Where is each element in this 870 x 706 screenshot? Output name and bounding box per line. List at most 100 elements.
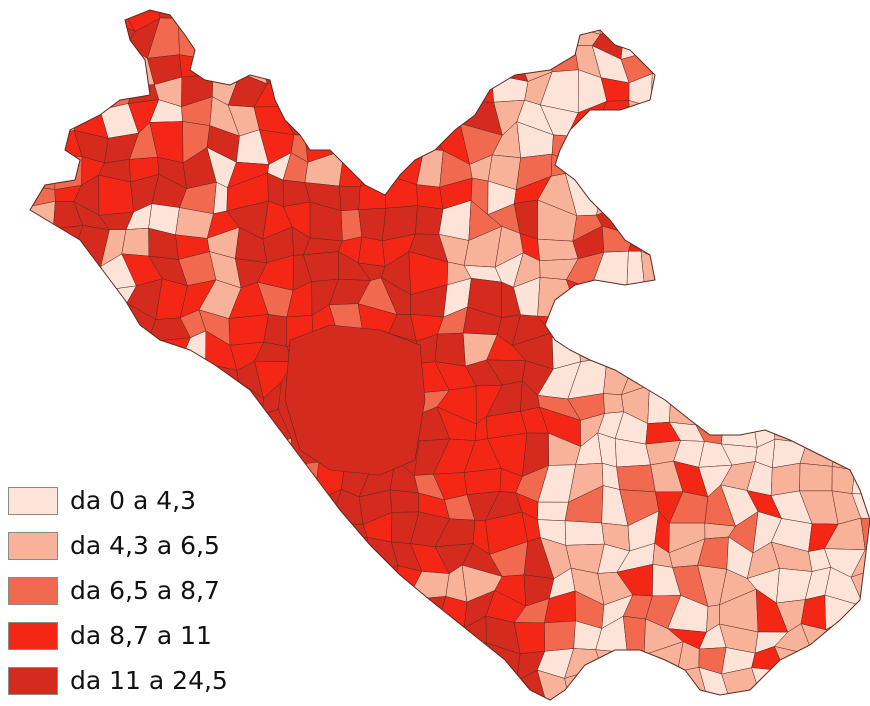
- municipality-polygon: [676, 699, 711, 700]
- municipality-polygon: [615, 331, 655, 369]
- municipality-polygon: [329, 97, 368, 132]
- municipality-polygon: [406, 624, 442, 657]
- municipality-polygon: [132, 444, 163, 469]
- municipality-polygon: [616, 464, 656, 493]
- map-legend: da 0 a 4,3 da 4,3 a 6,5 da 6,5 a 8,7 da …: [8, 478, 268, 703]
- municipality-polygon: [97, 382, 139, 423]
- municipality-polygon: [441, 49, 468, 79]
- municipality-polygon: [751, 175, 783, 213]
- municipality-polygon: [30, 309, 50, 341]
- municipality-polygon: [250, 10, 286, 27]
- municipality-polygon: [596, 175, 632, 216]
- municipality-polygon: [668, 172, 705, 216]
- municipality-polygon: [779, 151, 808, 191]
- municipality-polygon: [777, 121, 808, 161]
- municipality-polygon: [759, 256, 781, 289]
- municipality-polygon: [338, 149, 374, 187]
- municipality-polygon: [415, 652, 446, 672]
- municipality-polygon: [30, 387, 61, 423]
- municipality-polygon: [854, 434, 870, 471]
- municipality-polygon: [544, 10, 571, 34]
- municipality-polygon: [122, 341, 160, 366]
- municipality-polygon: [329, 593, 373, 621]
- municipality-polygon: [108, 343, 137, 366]
- municipality-polygon: [133, 419, 163, 446]
- municipality-polygon: [30, 126, 32, 163]
- municipality-polygon: [780, 336, 813, 366]
- municipality-polygon: [730, 199, 755, 232]
- municipality-polygon: [146, 362, 189, 392]
- municipality-polygon: [827, 10, 866, 33]
- municipality-polygon: [726, 226, 761, 269]
- municipality-polygon: [796, 51, 830, 86]
- municipality-polygon: [829, 364, 853, 391]
- municipality-polygon: [805, 309, 837, 343]
- municipality-polygon: [849, 180, 870, 212]
- municipality-polygon: [640, 250, 673, 291]
- municipality-polygon: [749, 364, 782, 399]
- municipality-polygon: [304, 97, 343, 136]
- municipality-polygon: [719, 108, 763, 126]
- municipality-polygon: [30, 438, 58, 469]
- municipality-polygon: [721, 155, 753, 181]
- municipality-polygon: [544, 620, 576, 652]
- municipality-polygon: [808, 10, 841, 33]
- municipality-polygon: [650, 10, 675, 33]
- municipality-polygon: [822, 238, 856, 262]
- municipality-polygon: [30, 98, 32, 130]
- municipality-polygon: [849, 304, 870, 333]
- municipality-polygon: [459, 28, 503, 54]
- municipality-polygon: [434, 671, 474, 700]
- municipality-polygon: [772, 383, 812, 417]
- municipality-polygon: [458, 74, 494, 103]
- municipality-polygon: [771, 204, 814, 238]
- municipality-polygon: [358, 173, 387, 210]
- municipality-polygon: [47, 104, 75, 134]
- municipality-polygon: [801, 668, 842, 700]
- municipality-polygon: [51, 421, 87, 441]
- municipality-polygon: [416, 184, 444, 210]
- municipality-polygon: [209, 432, 240, 463]
- municipality-polygon: [314, 10, 346, 29]
- municipality-polygon: [706, 224, 735, 270]
- municipality-polygon: [697, 356, 725, 399]
- municipality-polygon: [44, 334, 80, 366]
- municipality-polygon: [72, 18, 112, 61]
- municipality-polygon: [51, 438, 86, 468]
- legend-swatch: [8, 666, 58, 695]
- municipality-polygon: [311, 69, 343, 100]
- municipality-polygon: [621, 281, 647, 319]
- municipality-polygon: [771, 227, 810, 268]
- rome-municipality: [284, 324, 426, 476]
- municipality-polygon: [650, 44, 676, 74]
- municipality-polygon: [0, 284, 26, 313]
- municipality-polygon: [303, 577, 347, 595]
- municipality-polygon: [280, 16, 320, 52]
- legend-swatch: [8, 621, 58, 650]
- legend-item: da 6,5 a 8,7: [8, 568, 268, 613]
- municipality-polygon: [850, 282, 870, 319]
- municipality-polygon: [30, 419, 58, 448]
- municipality-polygon: [77, 283, 110, 315]
- municipality-polygon: [0, 209, 25, 240]
- municipality-polygon: [831, 180, 865, 212]
- municipality-polygon: [749, 383, 777, 417]
- legend-item: da 4,3 a 6,5: [8, 523, 268, 568]
- municipality-polygon: [30, 10, 58, 36]
- municipality-polygon: [330, 537, 368, 578]
- municipality-polygon: [412, 694, 438, 700]
- municipality-polygon: [695, 44, 728, 75]
- municipality-polygon: [757, 26, 788, 59]
- municipality-polygon: [852, 50, 870, 87]
- municipality-polygon: [336, 670, 358, 700]
- municipality-polygon: [853, 10, 870, 24]
- municipality-polygon: [329, 615, 373, 658]
- municipality-polygon: [565, 150, 607, 177]
- municipality-polygon: [704, 311, 733, 345]
- municipality-polygon: [73, 56, 113, 83]
- municipality-polygon: [618, 176, 656, 214]
- municipality-polygon: [762, 94, 785, 123]
- municipality-polygon: [280, 589, 305, 632]
- municipality-polygon: [30, 334, 48, 367]
